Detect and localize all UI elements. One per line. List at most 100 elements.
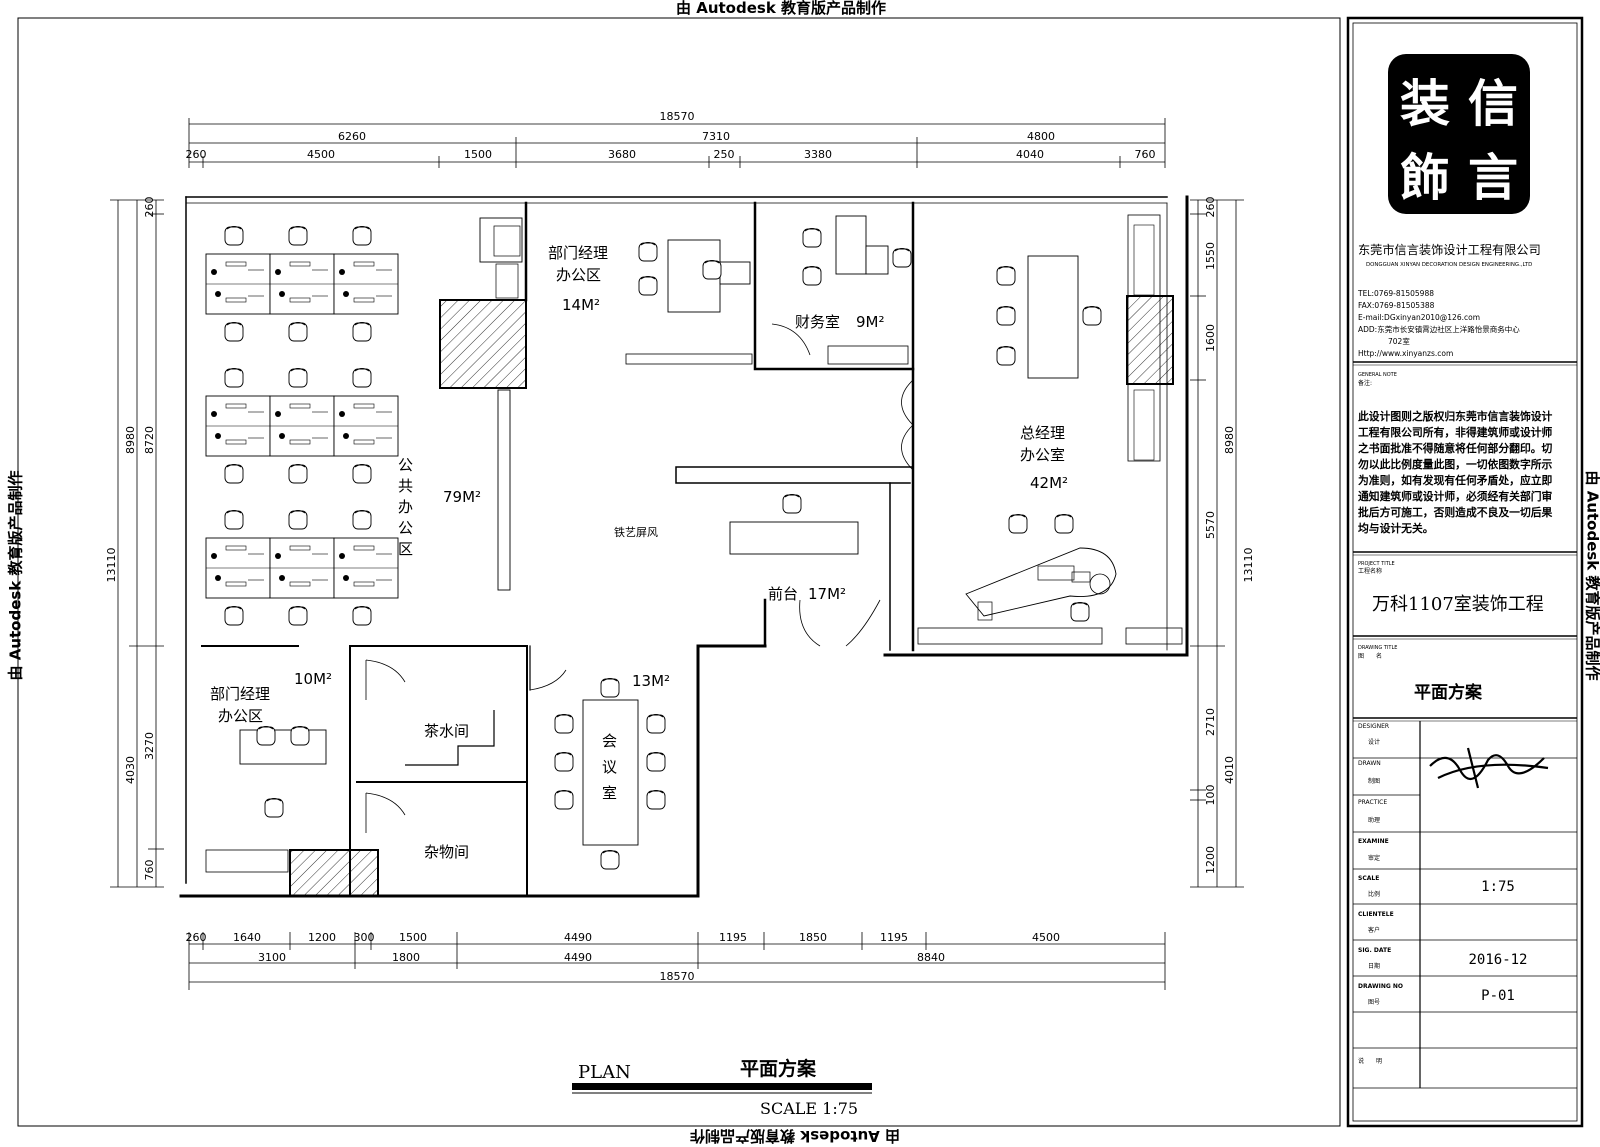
dim-right-inner: 1550 <box>1204 242 1217 270</box>
dim-left-inner: 760 <box>143 860 156 881</box>
room-public-char: 公 <box>398 456 413 474</box>
dim-top-inner: 250 <box>714 148 735 161</box>
room-meeting-area: 13M² <box>632 672 670 690</box>
general-note-cn: 备注: <box>1358 379 1372 387</box>
room-gm-line1: 总经理 <box>1020 424 1065 442</box>
room-mgr10-line1: 部门经理 <box>210 685 270 703</box>
row-label-cn: 制图 <box>1368 777 1380 785</box>
row-label-en: CLIENTELE <box>1358 911 1394 918</box>
dim-top-inner: 1500 <box>464 148 492 161</box>
company-name-cn: 东莞市信言装饰设计工程有限公司 <box>1358 242 1541 257</box>
room-reception: 前台 <box>768 585 798 603</box>
dim-right-inner: 5570 <box>1204 511 1217 539</box>
scale-value: 1:75 <box>1481 879 1515 895</box>
title-block: 装 信 飾 言 东莞市信言装饰设计工程有限公司 DONGGUAN XINYAN … <box>1348 18 1582 1126</box>
row-label-en: DRAWING NO <box>1358 983 1403 990</box>
dim-bottom: 1800 <box>392 951 420 964</box>
dim-top-inner: 3380 <box>804 148 832 161</box>
row-label-cn: 日期 <box>1368 962 1380 970</box>
note-line: 通知建筑师或设计师，必须经有关部门审 <box>1358 489 1553 503</box>
date-value: 2016-12 <box>1468 952 1527 968</box>
company-email: E-mail:DGxinyan2010@126.com <box>1358 313 1480 322</box>
dim-left-mid: 4030 <box>124 756 137 784</box>
workstations <box>205 253 399 599</box>
dim-left-inner: 260 <box>143 197 156 218</box>
dim-top-mid: 6260 <box>338 130 366 143</box>
note-line: 均与设计无关。 <box>1358 521 1434 535</box>
dim-bottom-total: 18570 <box>660 970 695 983</box>
logo-char: 信 <box>1468 74 1518 133</box>
dim-right-inner: 260 <box>1204 197 1217 218</box>
company-tel: TEL:0769-81505988 <box>1357 289 1434 298</box>
dim-right-total: 13110 <box>1242 548 1255 583</box>
dim-left-inner: 3270 <box>143 732 156 760</box>
drawing-title-cn: 图 名 <box>1358 652 1382 660</box>
dim-bottom: 1200 <box>308 931 336 944</box>
row-label-en: DESIGNER <box>1358 723 1389 730</box>
dim-bottom: 8840 <box>917 951 945 964</box>
dim-left-total: 13110 <box>105 548 118 583</box>
row-label-cn: 客户 <box>1368 926 1380 934</box>
room-meeting-char: 室 <box>602 784 617 802</box>
row-label-cn: 审定 <box>1368 854 1380 862</box>
dim-bottom: 1195 <box>880 931 908 944</box>
dim-bottom: 4500 <box>1032 931 1060 944</box>
caption-plan-en: PLAN <box>578 1062 631 1083</box>
room-gm-area: 42M² <box>1030 474 1068 492</box>
room-meeting-char: 议 <box>602 758 617 776</box>
designer-signature <box>1429 747 1549 789</box>
column <box>289 849 379 897</box>
caption-scale: SCALE 1:75 <box>760 1099 858 1118</box>
row-label-en: DRAWN <box>1358 760 1381 767</box>
logo-char: 飾 <box>1400 148 1450 207</box>
dim-bottom: 1850 <box>799 931 827 944</box>
drawing-no-value: P-01 <box>1481 988 1515 1004</box>
note-line: 勿以此比例度量此图，一切依图数字所示 <box>1357 457 1553 471</box>
room-finance: 财务室 <box>795 313 840 331</box>
remark-label: 说 明 <box>1358 1057 1382 1065</box>
caption-plan-cn: 平面方案 <box>740 1057 817 1080</box>
label-iron-screen: 铁艺屏风 <box>614 526 658 539</box>
dim-top-inner: 260 <box>186 148 207 161</box>
general-note-en: GENERAL NOTE <box>1358 372 1397 378</box>
room-mgr10-line2: 办公区 <box>218 707 263 725</box>
dim-bottom: 1195 <box>719 931 747 944</box>
room-meeting-char: 会 <box>602 732 617 750</box>
drawing-name: 平面方案 <box>1414 682 1483 703</box>
company-website: Http://www.xinyanzs.com <box>1358 349 1453 358</box>
dim-bottom: 260 <box>186 931 207 944</box>
room-mgr14-line2: 办公区 <box>556 266 601 284</box>
room-mgr14-area: 14M² <box>562 296 600 314</box>
project-name: 万科1107室装饰工程 <box>1372 594 1544 615</box>
company-fax: FAX:0769-81505388 <box>1358 301 1435 310</box>
dim-right-mid: 8980 <box>1223 426 1236 454</box>
dim-bottom: 4490 <box>564 951 592 964</box>
dim-bottom: 3100 <box>258 951 286 964</box>
room-mgr10-area: 10M² <box>294 670 332 688</box>
watermark-top: 由 Autodesk 教育版产品制作 <box>676 0 887 17</box>
row-label-cn: 助理 <box>1368 816 1380 824</box>
dim-bottom: 1500 <box>399 931 427 944</box>
drawing-title-en: DRAWING TITLE <box>1358 645 1397 651</box>
room-gm-line2: 办公室 <box>1020 446 1065 464</box>
dim-top-inner: 4040 <box>1016 148 1044 161</box>
note-line: 之书面批准不得随意将任何部分翻印。切 <box>1358 441 1553 455</box>
dim-right-inner: 1600 <box>1204 324 1217 352</box>
column <box>1126 295 1174 385</box>
dim-left-mid: 8980 <box>124 426 137 454</box>
logo-char: 言 <box>1468 148 1518 207</box>
dim-right-inner: 100 <box>1204 785 1217 806</box>
dim-top-inner: 760 <box>1135 148 1156 161</box>
dim-left-inner: 8720 <box>143 426 156 454</box>
dim-top-total: 18570 <box>660 110 695 123</box>
logo-char: 装 <box>1400 74 1450 133</box>
row-label-en: EXAMINE <box>1358 838 1389 845</box>
dim-top-inner: 3680 <box>608 148 636 161</box>
row-label-en: SIG. DATE <box>1358 947 1391 954</box>
room-public-char: 公 <box>398 519 413 537</box>
dim-bottom: 4490 <box>564 931 592 944</box>
note-line: 此设计图则之版权归东莞市信言装饰设计 <box>1358 409 1553 423</box>
company-address: ADD:东莞市长安镇霄边社区上洋路怡景商务中心 <box>1358 324 1520 334</box>
room-tea: 茶水间 <box>424 722 469 740</box>
